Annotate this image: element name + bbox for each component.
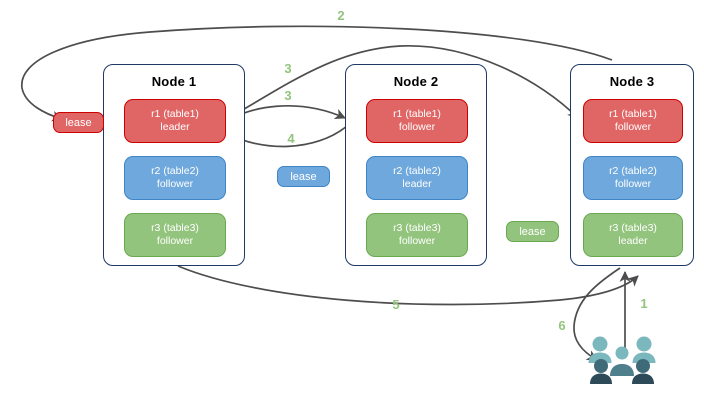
node-title-1: Node 1 xyxy=(151,74,197,89)
replica-role: follower xyxy=(398,121,436,133)
lease-chip-red[interactable]: lease xyxy=(53,112,104,133)
replica-node1-r2[interactable]: r2 (table2) follower xyxy=(124,156,226,200)
step-label-3-lower: 3 xyxy=(284,88,292,103)
replica-name: r3 (table3) xyxy=(609,222,657,234)
arrow-step-5 xyxy=(177,265,639,306)
users-group-icon xyxy=(588,336,656,384)
replica-role: follower xyxy=(156,178,194,190)
replica-node2-r2[interactable]: r2 (table2) leader xyxy=(366,156,468,200)
node-container-3[interactable]: Node 3 r1 (table1) follower r2 (table2) … xyxy=(570,64,694,266)
replica-name: r1 (table1) xyxy=(393,108,441,120)
replica-name: r1 (table1) xyxy=(151,108,199,120)
replica-node1-r1[interactable]: r1 (table1) leader xyxy=(124,99,226,143)
replica-node2-r3[interactable]: r3 (table3) follower xyxy=(366,213,468,257)
replica-role: leader xyxy=(160,121,190,133)
step-label-2: 2 xyxy=(337,8,345,23)
replica-name: r3 (table3) xyxy=(393,222,441,234)
step-label-5: 5 xyxy=(392,297,400,312)
node-container-1[interactable]: Node 1 r1 (table1) leader r2 (table2) fo… xyxy=(103,64,245,266)
step-label-3-upper: 3 xyxy=(284,61,292,76)
replica-role: follower xyxy=(156,235,194,247)
node-container-2[interactable]: Node 2 r1 (table1) follower r2 (table2) … xyxy=(345,64,487,266)
replica-role: follower xyxy=(614,121,652,133)
replica-node1-r3[interactable]: r3 (table3) follower xyxy=(124,213,226,257)
node-title-2: Node 2 xyxy=(393,74,439,89)
lease-chip-blue[interactable]: lease xyxy=(277,166,330,187)
replica-role: leader xyxy=(618,235,648,247)
replica-role: follower xyxy=(614,178,652,190)
replica-node3-r1[interactable]: r1 (table1) follower xyxy=(583,99,683,143)
replica-name: r1 (table1) xyxy=(609,108,657,120)
replica-node3-r2[interactable]: r2 (table2) follower xyxy=(583,156,683,200)
replica-node3-r3[interactable]: r3 (table3) leader xyxy=(583,213,683,257)
replica-name: r2 (table2) xyxy=(393,165,441,177)
replica-role: follower xyxy=(398,235,436,247)
replica-name: r2 (table2) xyxy=(151,165,199,177)
lease-chip-green[interactable]: lease xyxy=(506,221,559,242)
replica-node2-r1[interactable]: r1 (table1) follower xyxy=(366,99,468,143)
node-title-3: Node 3 xyxy=(609,74,655,89)
step-label-1: 1 xyxy=(640,296,648,311)
replica-name: r3 (table3) xyxy=(151,222,199,234)
replica-name: r2 (table2) xyxy=(609,165,657,177)
replica-role: leader xyxy=(402,178,432,190)
step-label-4: 4 xyxy=(287,131,295,146)
step-label-6: 6 xyxy=(558,318,566,333)
